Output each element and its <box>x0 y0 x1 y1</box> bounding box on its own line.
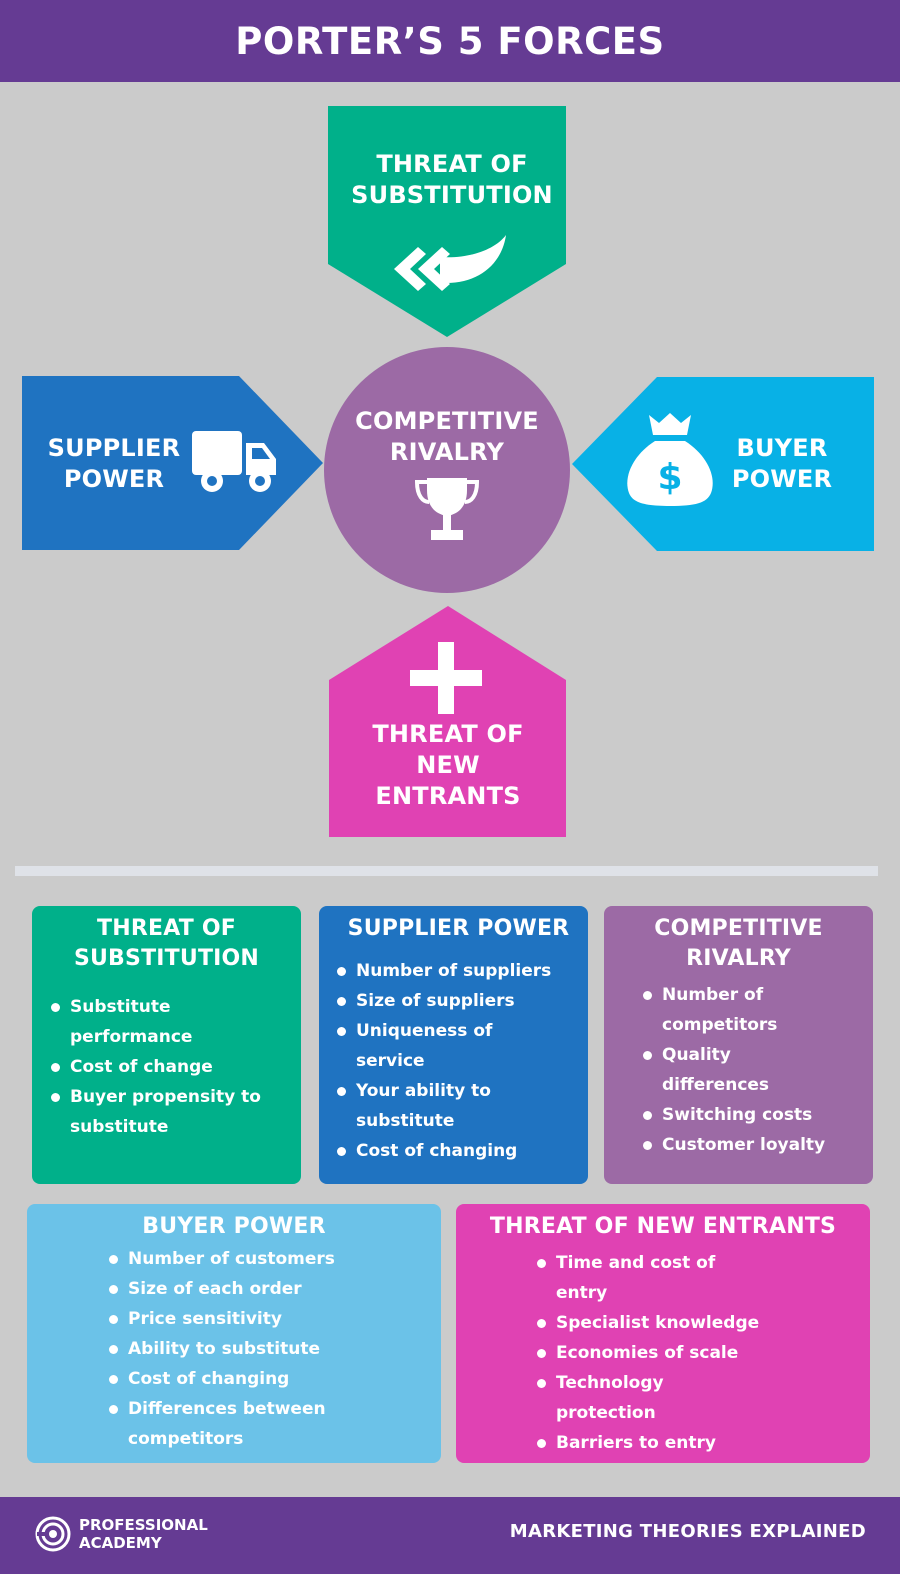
card-threat-of-new-entrants: THREAT OF NEW ENTRANTS Time and cost of … <box>456 1204 870 1463</box>
list-item: Time and cost of entry <box>534 1248 759 1308</box>
list-item: Switching costs <box>640 1100 825 1130</box>
threat-of-substitution-shape <box>328 106 566 337</box>
brand-name: PROFESSIONAL ACADEMY <box>79 1516 208 1552</box>
list-item: Number of suppliers <box>334 956 551 986</box>
card-title: COMPETITIVE RIVALRY <box>654 916 823 971</box>
list-item: Size of each order <box>106 1274 335 1304</box>
double-curved-arrow-icon <box>394 235 506 291</box>
list-item: Barriers to entry <box>534 1428 759 1458</box>
list-item: Buyer propensity to substitute <box>48 1082 261 1142</box>
list-item: Uniqueness of service <box>334 1016 551 1076</box>
card-supplier-power: SUPPLIER POWER Number of suppliers Size … <box>319 906 588 1184</box>
list-item: Number of customers <box>106 1244 335 1274</box>
competitive-rivalry-label: COMPETITIVE RIVALRY <box>355 407 539 466</box>
list-item: Quality differences <box>640 1040 825 1100</box>
supplier-power-shape <box>22 376 323 550</box>
spiral-logo-icon <box>35 1516 71 1552</box>
threat-of-substitution-label: THREAT OF SUBSTITUTION <box>351 150 553 209</box>
trophy-icon <box>415 478 479 540</box>
money-bag-icon: $ <box>627 413 713 506</box>
plus-icon <box>410 642 482 714</box>
truck-icon <box>192 431 276 492</box>
list-item: Differences between competitors <box>106 1394 335 1454</box>
list-item: Economies of scale <box>534 1338 759 1368</box>
list-item: Cost of changing <box>106 1364 335 1394</box>
card-threat-of-substitution: THREAT OF SUBSTITUTION Substitute perfor… <box>32 906 301 1184</box>
threat-of-new-entrants-label: THREAT OF NEW ENTRANTS <box>372 720 524 810</box>
list-item: Customer loyalty <box>640 1130 825 1160</box>
section-divider <box>15 866 878 876</box>
list-item: Your ability to substitute <box>334 1076 551 1136</box>
card-title: SUPPLIER POWER <box>347 916 570 941</box>
list-item: Cost of changing <box>334 1136 551 1166</box>
money-bag-dollar-glyph: $ <box>657 457 682 498</box>
supplier-power-label: SUPPLIER POWER <box>47 434 181 493</box>
buyer-power-label: BUYER POWER <box>731 434 833 493</box>
list-item: Technology protection <box>534 1368 759 1428</box>
list-item: Size of suppliers <box>334 986 551 1016</box>
list-item: Substitute performance <box>48 992 261 1052</box>
card-competitive-rivalry: COMPETITIVE RIVALRY Number of competitor… <box>604 906 873 1184</box>
card-title: THREAT OF SUBSTITUTION <box>73 916 260 971</box>
list-item: Cost of change <box>48 1052 261 1082</box>
buyer-power-shape <box>572 377 874 551</box>
list-item: Ability to substitute <box>106 1334 335 1364</box>
threat-of-new-entrants-shape <box>329 606 566 837</box>
footer-tagline: MARKETING THEORIES EXPLAINED <box>509 1521 866 1542</box>
list-item: Price sensitivity <box>106 1304 335 1334</box>
page-title: PORTER’S 5 FORCES <box>0 0 900 82</box>
card-buyer-power: BUYER POWER Number of customers Size of … <box>27 1204 441 1463</box>
card-title: THREAT OF NEW ENTRANTS <box>489 1214 837 1239</box>
list-item: Specialist knowledge <box>534 1308 759 1338</box>
footer: PROFESSIONAL ACADEMY MARKETING THEORIES … <box>0 1497 900 1574</box>
competitive-rivalry-shape <box>324 347 570 593</box>
card-title: BUYER POWER <box>142 1214 326 1239</box>
list-item: Number of competitors <box>640 980 825 1040</box>
